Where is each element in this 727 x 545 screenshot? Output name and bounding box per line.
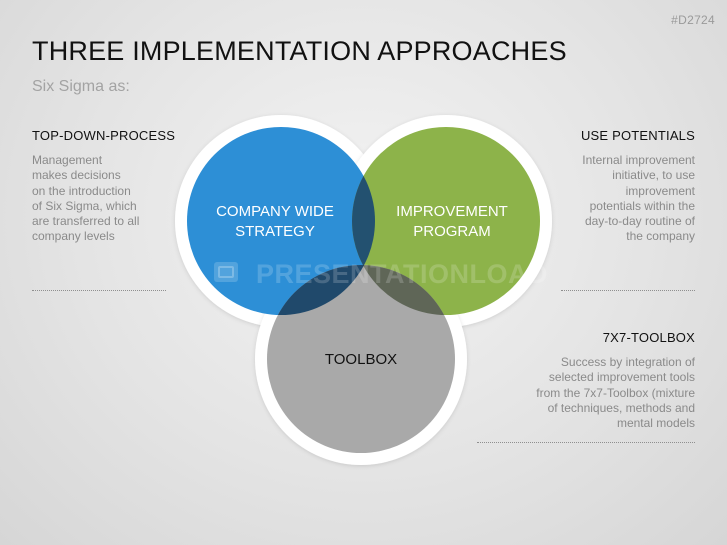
dotted-divider bbox=[32, 290, 166, 291]
top-down-line: are transferred to all bbox=[32, 214, 140, 229]
use-potentials-block: USE POTENTIALS Internal improvement init… bbox=[505, 128, 695, 291]
top-down-line: Management bbox=[32, 153, 103, 167]
top-down-line: makes decisions bbox=[32, 168, 121, 183]
label-program-line1: IMPROVEMENT bbox=[396, 203, 508, 220]
toolbox-block: 7X7-TOOLBOX Success by integration of se… bbox=[477, 330, 695, 443]
toolbox-line: selected improvement tools bbox=[548, 370, 695, 385]
circle-program bbox=[352, 127, 540, 315]
label-strategy-line1: COMPANY WIDE bbox=[216, 203, 334, 220]
use-potentials-line: Internal improvement bbox=[582, 153, 695, 167]
watermark-logo-icon bbox=[214, 262, 238, 282]
label-strategy-line2: STRATEGY bbox=[235, 223, 315, 240]
slide-id: #D2724 bbox=[671, 13, 715, 27]
label-toolbox: TOOLBOX bbox=[325, 351, 397, 368]
use-potentials-text: Internal improvement initiative, to use … bbox=[561, 153, 695, 245]
toolbox-heading: 7X7-TOOLBOX bbox=[602, 330, 695, 345]
page-subtitle: Six Sigma as: bbox=[32, 78, 130, 95]
circle-toolbox bbox=[267, 265, 455, 453]
use-potentials-line: the company bbox=[626, 229, 695, 244]
dotted-divider bbox=[477, 442, 695, 443]
toolbox-line: Success by integration of bbox=[560, 355, 695, 369]
toolbox-text: Success by integration of selected impro… bbox=[515, 355, 695, 431]
use-potentials-line: improvement bbox=[625, 183, 695, 198]
use-potentials-heading: USE POTENTIALS bbox=[580, 128, 695, 143]
use-potentials-line: day-to-day routine of bbox=[584, 214, 695, 229]
circle-strategy bbox=[187, 127, 375, 315]
top-down-line: on the introduction bbox=[32, 183, 131, 198]
top-down-process-text: Management makes decisions on the introd… bbox=[32, 153, 154, 245]
watermark-text: PRESENTATIONLOAD bbox=[256, 259, 548, 289]
toolbox-line: from the 7x7-Toolbox (mixture bbox=[536, 385, 695, 400]
top-down-line: company levels bbox=[32, 229, 115, 244]
watermark: PRESENTATIONLOAD bbox=[214, 259, 548, 289]
toolbox-line: mental models bbox=[616, 416, 695, 431]
top-down-line: of Six Sigma, which bbox=[32, 198, 137, 213]
use-potentials-line: initiative, to use bbox=[612, 168, 695, 183]
top-down-process-block: TOP-DOWN-PROCESS Management makes decisi… bbox=[32, 128, 222, 291]
top-down-process-heading: TOP-DOWN-PROCESS bbox=[32, 128, 176, 143]
page-title: THREE IMPLEMENTATION APPROACHES bbox=[32, 36, 567, 66]
watermark-logo-inner bbox=[218, 266, 234, 278]
label-program-line2: PROGRAM bbox=[413, 223, 491, 240]
use-potentials-line: potentials within the bbox=[589, 198, 695, 213]
dotted-divider bbox=[561, 290, 695, 291]
toolbox-line: of techniques, methods and bbox=[547, 400, 695, 415]
